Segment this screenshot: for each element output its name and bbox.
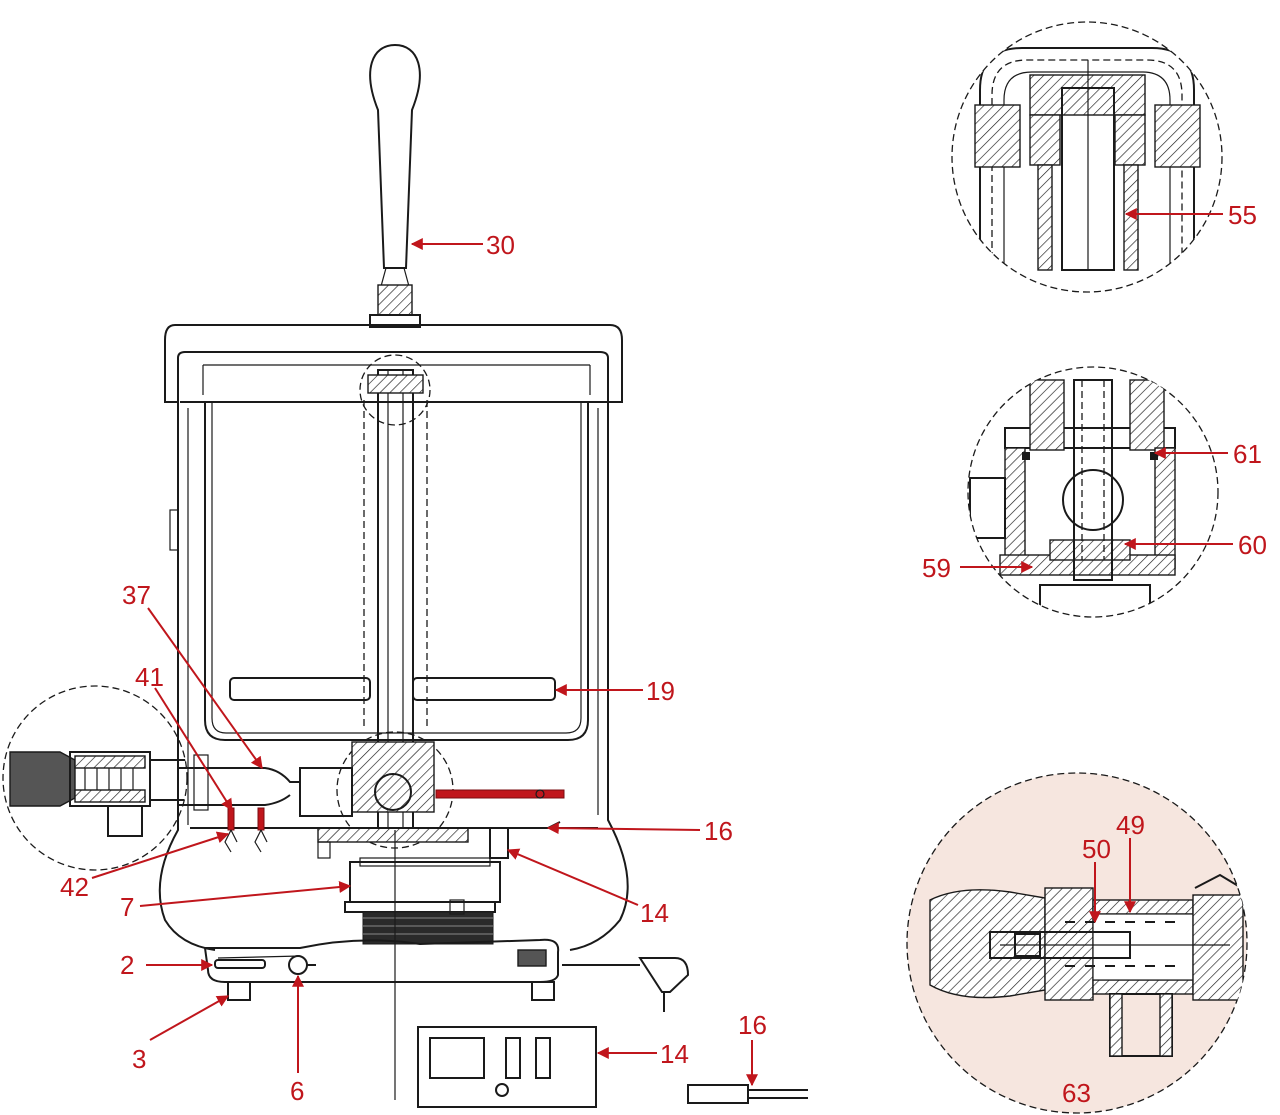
detail-59-61 [967,366,1219,618]
label-41: 41 [135,662,164,692]
label-49: 49 [1116,810,1145,840]
handle [369,43,421,269]
sensor-part [687,1084,808,1104]
spout-assembly [178,767,300,806]
label-3: 3 [132,1044,146,1074]
inner-bowl [204,402,589,741]
outer-housing [158,402,629,951]
base [203,938,560,983]
motor [349,861,501,903]
label-50: 50 [1082,834,1111,864]
control-panel [417,1026,597,1108]
label-61: 61 [1233,439,1262,469]
label-63: 63 [1062,1078,1091,1108]
label-60: 60 [1238,530,1267,560]
lid [164,324,623,403]
paddle [229,677,371,701]
appliance-drawing [158,43,690,1100]
detail-63 [906,772,1248,1114]
label-14-bottom: 14 [660,1039,689,1069]
motor-coil [362,911,494,945]
label-30: 30 [486,230,515,260]
label-14-top: 14 [640,898,669,928]
label-37: 37 [122,580,151,610]
label-42: 42 [60,872,89,902]
callout-labels: 30 55 61 60 59 37 41 19 16 42 7 14 50 49… [60,200,1267,1108]
label-2: 2 [120,950,134,980]
label-6: 6 [290,1076,304,1106]
label-19: 19 [646,676,675,706]
power-plug [638,957,690,993]
detail-spout-circle [2,685,188,871]
label-59: 59 [922,553,951,583]
leader-lines [91,208,1233,1087]
label-16-bottom: 16 [738,1010,767,1040]
label-55: 55 [1228,200,1257,230]
detail-55 [951,21,1223,293]
label-7: 7 [120,892,134,922]
label-16-top: 16 [704,816,733,846]
heating-rod [435,789,565,799]
